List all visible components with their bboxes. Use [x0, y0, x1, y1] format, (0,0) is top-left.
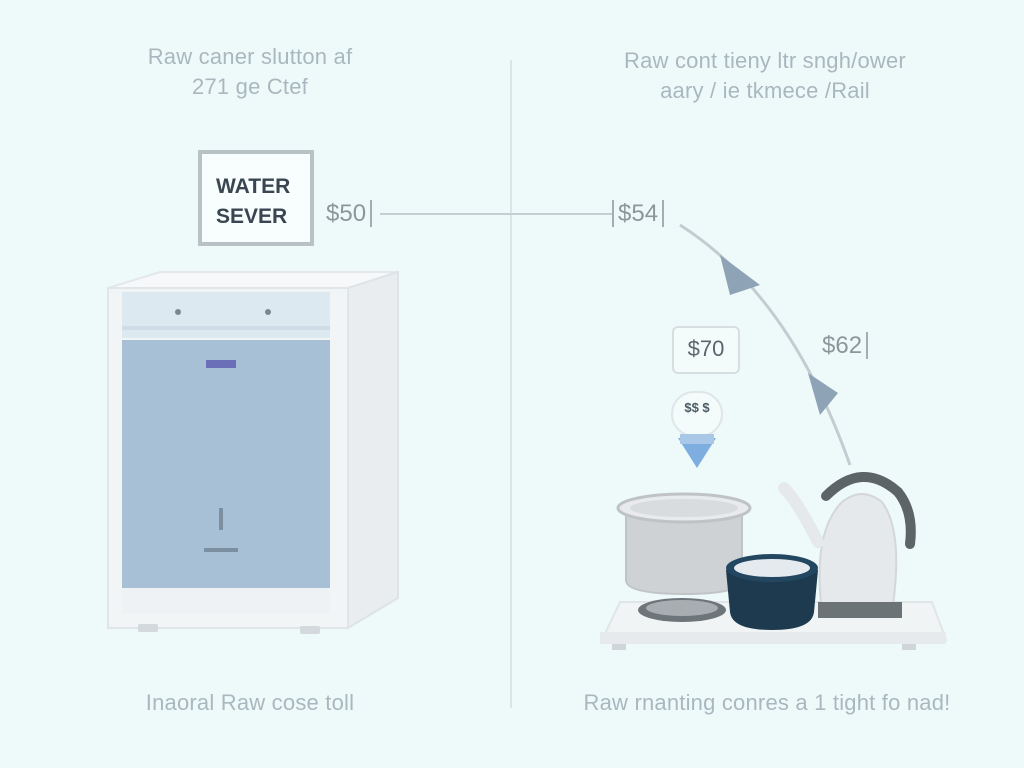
right-price-top-value: $54: [612, 200, 665, 227]
price-badge-value: $70: [687, 336, 725, 361]
left-bottom-caption-text: Inaoral Raw cose toll: [145, 690, 355, 715]
arrow-head-2: [808, 373, 838, 415]
arrow-head-1: [720, 255, 760, 295]
center-divider: [510, 60, 512, 708]
drop-label: $$ $: [684, 400, 710, 415]
flow-arrow: [679, 223, 852, 466]
left-price: $50: [322, 200, 373, 228]
right-price-mid: $62: [818, 332, 869, 360]
left-caption-line2: 271 ge Ctef: [192, 74, 308, 99]
water-server-sign: WATER SEVER: [198, 150, 314, 246]
right-bottom-caption: Raw rnanting conres a 1 tight fo nad!: [552, 688, 982, 718]
right-caption-line2: aary / ie tkmece /Rail: [660, 78, 870, 103]
water-drop-icon: $$ $: [668, 390, 726, 476]
right-bottom-caption-text: Raw rnanting conres a 1 tight fo nad!: [583, 690, 951, 715]
left-bottom-caption: Inaoral Raw cose toll: [100, 688, 400, 718]
left-price-value: $50: [322, 200, 373, 227]
water-dispenser-icon: [107, 270, 399, 634]
connector-line: [380, 213, 612, 215]
sign-line1: WATER: [216, 175, 291, 198]
price-badge: $70: [672, 326, 740, 374]
right-price-top: $54: [612, 200, 665, 228]
left-caption-line1: Raw caner slutton af: [147, 44, 353, 69]
stove-cookware-icon: [600, 472, 948, 650]
right-caption-line1: Raw cont tieny ltr sngh/ower: [624, 48, 906, 73]
sign-line2: SEVER: [216, 205, 288, 228]
right-price-mid-value: $62: [818, 332, 869, 359]
right-caption: Raw cont tieny ltr sngh/ower aary / ie t…: [590, 46, 940, 106]
left-caption: Raw caner slutton af 271 ge Ctef: [110, 42, 390, 102]
